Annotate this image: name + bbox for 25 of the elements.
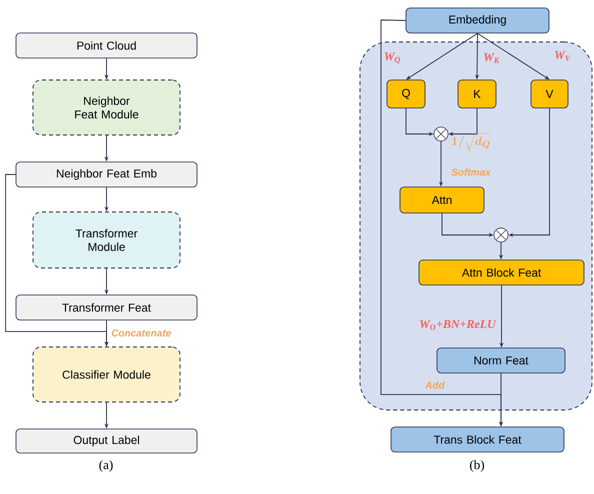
formula-label: $1/\sqrt{d_Q}$ <box>452 133 491 152</box>
edge-label: Softmax <box>451 168 491 176</box>
edge-label: Concatenate <box>112 329 171 337</box>
process-box: Embedding <box>406 8 550 34</box>
process-box: Point Cloud <box>16 32 198 58</box>
process-box: V <box>530 80 568 108</box>
process-box: Q <box>386 80 426 108</box>
process-box: K <box>458 80 496 108</box>
multiply-symbol <box>494 228 508 242</box>
process-box: Attn Block Feat <box>418 260 584 286</box>
edge-label: W$_{V}$ <box>555 51 571 61</box>
process-box: Attn <box>400 186 484 214</box>
multiply-symbol <box>434 126 448 142</box>
process-box: Output Label <box>16 428 198 454</box>
edge-label: W$_{K}$ <box>484 53 500 63</box>
process-box: Norm Feat <box>436 348 566 374</box>
process-box: Neighbor Feat Emb <box>16 162 198 188</box>
process-box: Trans Block Feat <box>390 426 564 452</box>
edge-label: Add <box>425 381 445 389</box>
edge-label: W$_{O}$+BN+ReLU <box>420 320 496 330</box>
edge-label: W$_{Q}$ <box>384 52 400 64</box>
process-box: Transformer Feat <box>16 294 198 320</box>
module-box: Neighbor Feat Module <box>32 80 180 136</box>
module-box: Classifier Module <box>32 346 180 402</box>
module-box: Transformer Module <box>32 212 180 268</box>
